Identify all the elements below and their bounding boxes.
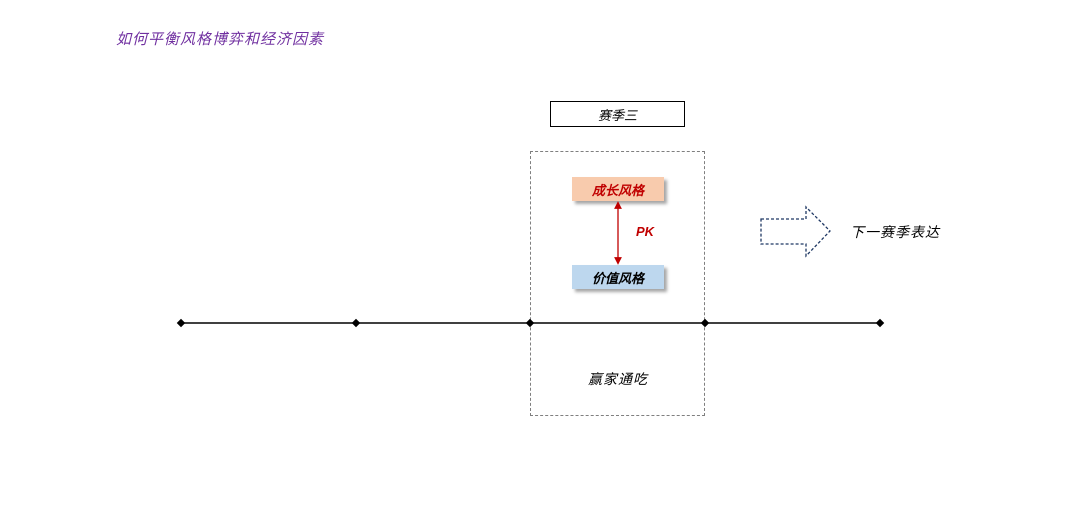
timeline-node-4: [700, 318, 710, 328]
growth-style-label: 成长风格: [591, 183, 644, 199]
timeline-node-5: [875, 318, 885, 328]
season-label-box: 赛季三: [550, 101, 685, 127]
winner-takes-all-label: 赢家通吃: [588, 372, 648, 388]
timeline-nodes: [176, 318, 885, 328]
next-season-arrow-icon: [760, 205, 831, 258]
value-style-box: 价值风格: [572, 265, 664, 289]
timeline-node-2: [351, 318, 361, 328]
next-season-label: 下一赛季表达: [850, 225, 940, 241]
timeline-node-1: [176, 318, 186, 328]
season-label: 赛季三: [597, 108, 637, 124]
timeline-node-3: [525, 318, 535, 328]
page-title: 如何平衡风格博弈和经济因素: [116, 30, 325, 48]
pk-label: PK: [636, 224, 655, 239]
value-style-label: 价值风格: [591, 271, 644, 287]
season-dashed-frame: [530, 151, 705, 416]
growth-style-box: 成长风格: [572, 177, 664, 201]
